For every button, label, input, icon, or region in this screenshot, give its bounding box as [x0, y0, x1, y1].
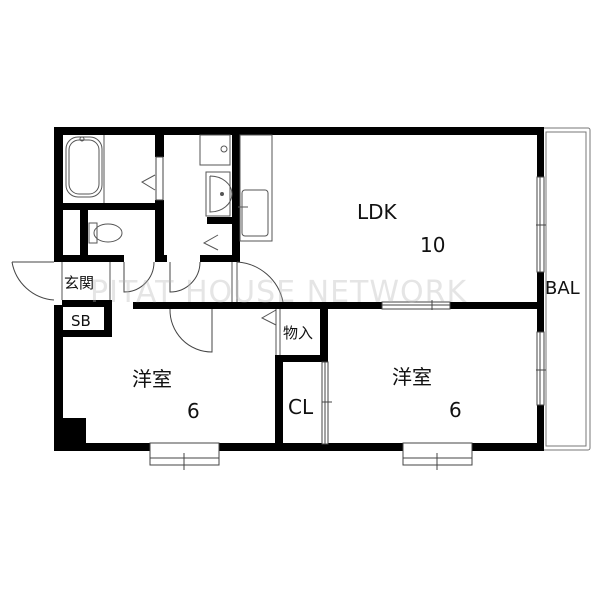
toilet-icon — [88, 222, 123, 244]
walls — [54, 127, 544, 451]
storage-label: 物入 — [283, 324, 314, 342]
wash-basin-icon — [205, 171, 233, 217]
bathtub-icon — [65, 135, 105, 203]
western-room-2-label: 洋室 — [392, 365, 432, 389]
western-room-1-size: 6 — [187, 399, 200, 423]
interior-lines — [61, 134, 281, 355]
washing-machine-icon — [199, 134, 231, 166]
ldk-size: 10 — [420, 233, 446, 257]
balcony-label: BAL — [545, 278, 580, 299]
entrance-label: 玄関 — [64, 274, 95, 292]
watermark: PITAT HOUSE NETWORK — [90, 275, 468, 310]
western-room-2-size: 6 — [449, 398, 462, 422]
shoe-box-label: SB — [71, 312, 91, 330]
windows — [149, 156, 546, 470]
door-swings — [11, 261, 284, 353]
ldk-label: LDK — [357, 200, 397, 224]
western-room-1-label: 洋室 — [132, 367, 172, 391]
closet-label: CL — [288, 395, 314, 419]
